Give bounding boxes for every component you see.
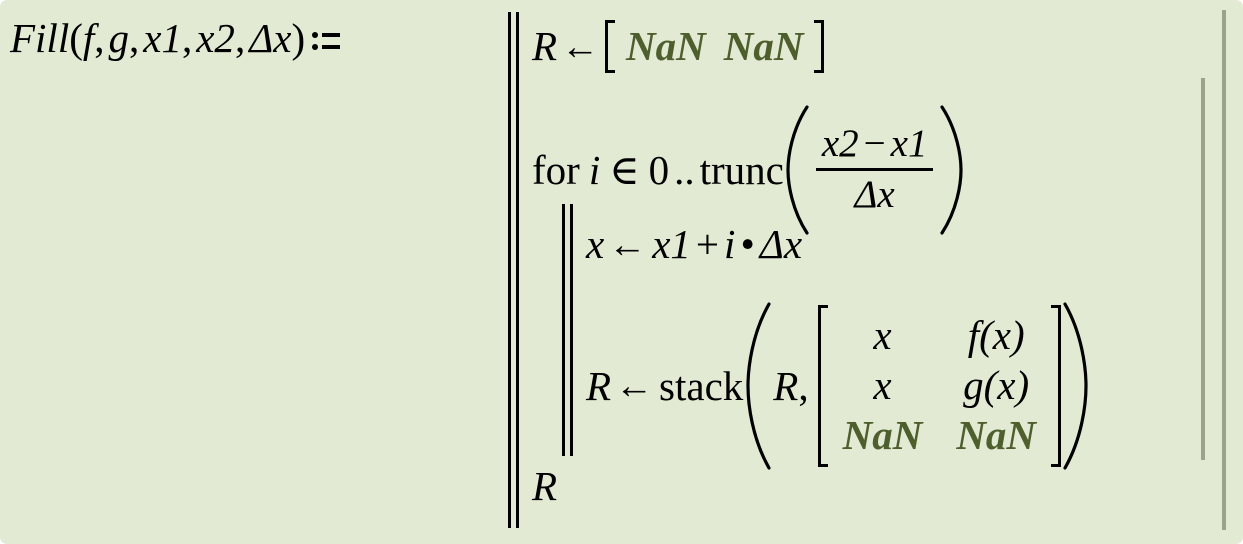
argument-x1: x1 (143, 15, 182, 61)
matrix-cell-r2c1: NaN (956, 411, 1037, 458)
function-definition-header[interactable]: Fill(f,g,x1,x2,Δx) (10, 15, 341, 61)
trunc-open-paren (784, 104, 810, 236)
left-arrow-icon: ← (608, 223, 647, 266)
trunc-close-paren (939, 104, 965, 236)
range-start: 0 (648, 146, 670, 193)
statement-assign-x[interactable]: x ← x1 + i • Δx (586, 224, 802, 265)
expr-delta-x: Δx (759, 221, 803, 267)
expr-i: i (724, 221, 736, 267)
minus-operator: − (863, 122, 886, 166)
loop-index: i (588, 146, 601, 193)
argument-g: g (108, 15, 130, 61)
program-outer-bar (508, 12, 521, 528)
arg-comma-2: , (129, 15, 140, 61)
plus-operator: + (695, 221, 720, 267)
assign-target-R: R (586, 362, 612, 409)
matrix-cell-r1c1: g(x) (963, 362, 1030, 409)
function-name: Fill (10, 15, 70, 61)
trunc-fraction: x2−x1 Δx (810, 122, 940, 216)
fraction-denominator: Δx (854, 173, 895, 216)
vector-open-bracket (605, 20, 616, 73)
statement-initialize-R[interactable]: R ← NaN NaN (532, 20, 825, 73)
vector-cell-1: NaN (723, 23, 804, 69)
arg-comma-4: , (234, 15, 246, 61)
matrix-close-bracket (1050, 305, 1062, 467)
matrix-cell-r2c0: NaN (842, 411, 923, 458)
close-paren: ) (291, 15, 306, 61)
expr-x1: x1 (652, 221, 691, 267)
vector-cell-0: NaN (626, 23, 706, 69)
multiply-dot-icon: • (740, 221, 755, 267)
open-paren: ( (69, 15, 83, 61)
arg-comma-1: , (94, 15, 105, 61)
argument-f: f (82, 15, 95, 61)
matrix-cell-r0c0: x (873, 312, 892, 359)
statement-stack-R[interactable]: R ← stack R, x f(x) x g(x) NaN NaN (586, 300, 1091, 472)
row-vector-nan: NaN NaN (605, 20, 825, 73)
stack-function-name: stack (659, 362, 744, 409)
matrix-cell-r0c1: f(x) (967, 312, 1025, 359)
left-arrow-icon: ← (615, 365, 654, 407)
definition-assign-operator (310, 24, 341, 54)
matrix-3x2: x f(x) x g(x) NaN NaN (817, 305, 1062, 467)
arg-comma-3: , (181, 15, 193, 61)
assign-target-x: x (586, 221, 605, 267)
fraction-numerator: x2−x1 (816, 122, 934, 168)
region-guide-inner (1201, 78, 1205, 460)
argument-delta-x: Δx (249, 15, 292, 61)
matrix-open-bracket (817, 305, 829, 467)
stack-close-paren (1061, 300, 1091, 472)
stack-first-arg: R (773, 362, 799, 409)
assign-target-R: R (532, 23, 558, 69)
stack-arg-comma: , (798, 362, 809, 409)
element-of-icon: ∈ (609, 146, 640, 193)
stack-open-paren (743, 300, 773, 472)
fraction-bar (815, 168, 934, 171)
statement-return-R[interactable]: R (532, 466, 557, 507)
argument-x2: x2 (196, 15, 235, 61)
left-arrow-icon: ← (561, 25, 600, 68)
vector-close-bracket (813, 20, 825, 73)
return-value: R (532, 463, 558, 509)
for-keyword: for (532, 146, 580, 193)
matrix-cell-r1c0: x (873, 362, 892, 409)
statement-for-loop[interactable]: for i ∈ 0 .. trunc x2−x1 Δx (532, 104, 965, 236)
range-operator: .. (674, 146, 695, 193)
numerator-x2: x2 (821, 122, 859, 166)
for-body-inner-bar (562, 204, 575, 456)
region-guide-outer (1222, 10, 1226, 530)
numerator-x1: x1 (890, 122, 928, 166)
trunc-function-name: trunc (699, 146, 784, 193)
